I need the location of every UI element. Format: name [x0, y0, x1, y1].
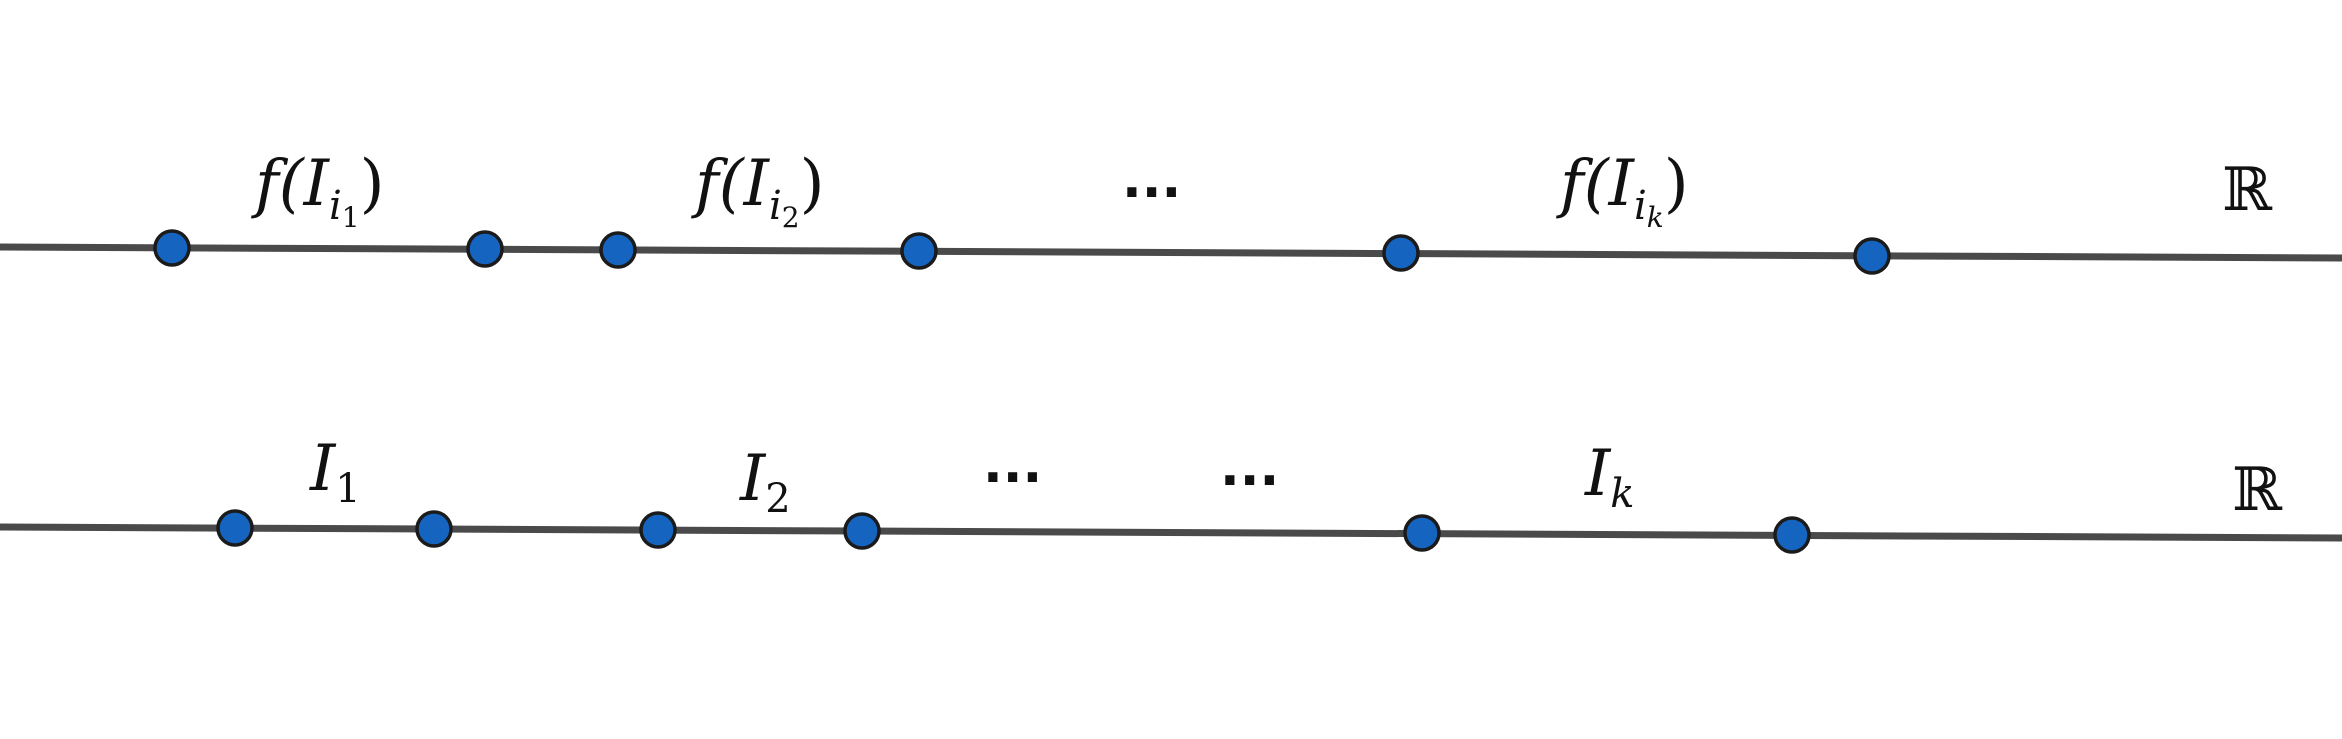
top-label-3-subsub: k [1647, 201, 1664, 234]
top-label-2-close: ) [800, 147, 825, 221]
top-label-2-sub: i [769, 183, 782, 229]
top-point-4 [900, 232, 938, 270]
bottom-label-3-sub: k [1610, 471, 1634, 517]
bottom-label-I1: I1 [309, 432, 361, 512]
top-label-3-close: ) [1664, 147, 1689, 221]
top-point-6 [1853, 237, 1891, 275]
bottom-label-3-base: I [1584, 437, 1612, 511]
bottom-point-4 [843, 512, 881, 550]
bottom-label-2-base: I [739, 442, 767, 516]
top-reals-symbol: ℝ [2222, 155, 2273, 225]
top-real-line-group: f(Ii1) f(Ii2) ... f(Iik) ℝ [0, 147, 2342, 275]
top-label-2-subsub: 2 [782, 201, 800, 234]
bottom-reals-symbol: ℝ [2232, 455, 2283, 525]
top-label-1-sub: i [329, 183, 342, 229]
top-point-3 [599, 231, 637, 269]
bottom-point-3 [639, 511, 677, 549]
top-label-1-base: I [303, 147, 331, 221]
bottom-point-2 [415, 510, 453, 548]
top-point-5 [1382, 234, 1420, 272]
bottom-label-2-sub: 2 [765, 476, 790, 522]
top-real-line [0, 243, 2342, 262]
bottom-point-6 [1773, 516, 1811, 554]
bottom-real-line-group: I1 I2 ... ... Ik ℝ [0, 432, 2342, 554]
bottom-label-1-sub: 1 [335, 466, 360, 512]
top-point-1 [153, 229, 191, 267]
bottom-label-1-base: I [309, 432, 337, 506]
bottom-ellipsis-1: ... [983, 435, 1042, 495]
top-label-1-subsub: 1 [342, 201, 360, 234]
top-label-f-I-i2: f(Ii2) [691, 147, 825, 234]
top-label-2-base: I [743, 147, 771, 221]
top-label-f-I-ik: f(Iik) [1556, 147, 1689, 234]
top-label-3-sub: i [1634, 183, 1647, 229]
top-label-3-func: f( [1556, 147, 1611, 221]
bottom-ellipsis-2: ... [1220, 438, 1279, 498]
bottom-real-line [0, 523, 2342, 542]
top-point-2 [466, 230, 504, 268]
top-label-2-func: f( [691, 147, 746, 221]
top-label-1-close: ) [360, 147, 385, 221]
top-label-1-func: f( [251, 147, 306, 221]
bottom-point-5 [1403, 514, 1441, 552]
bottom-label-Ik: Ik [1584, 437, 1635, 517]
top-label-3-base: I [1608, 147, 1636, 221]
top-label-f-I-i1: f(Ii1) [251, 147, 385, 234]
top-ellipsis: ... [1122, 150, 1181, 210]
bottom-point-1 [216, 509, 254, 547]
bottom-label-I2: I2 [739, 442, 791, 522]
